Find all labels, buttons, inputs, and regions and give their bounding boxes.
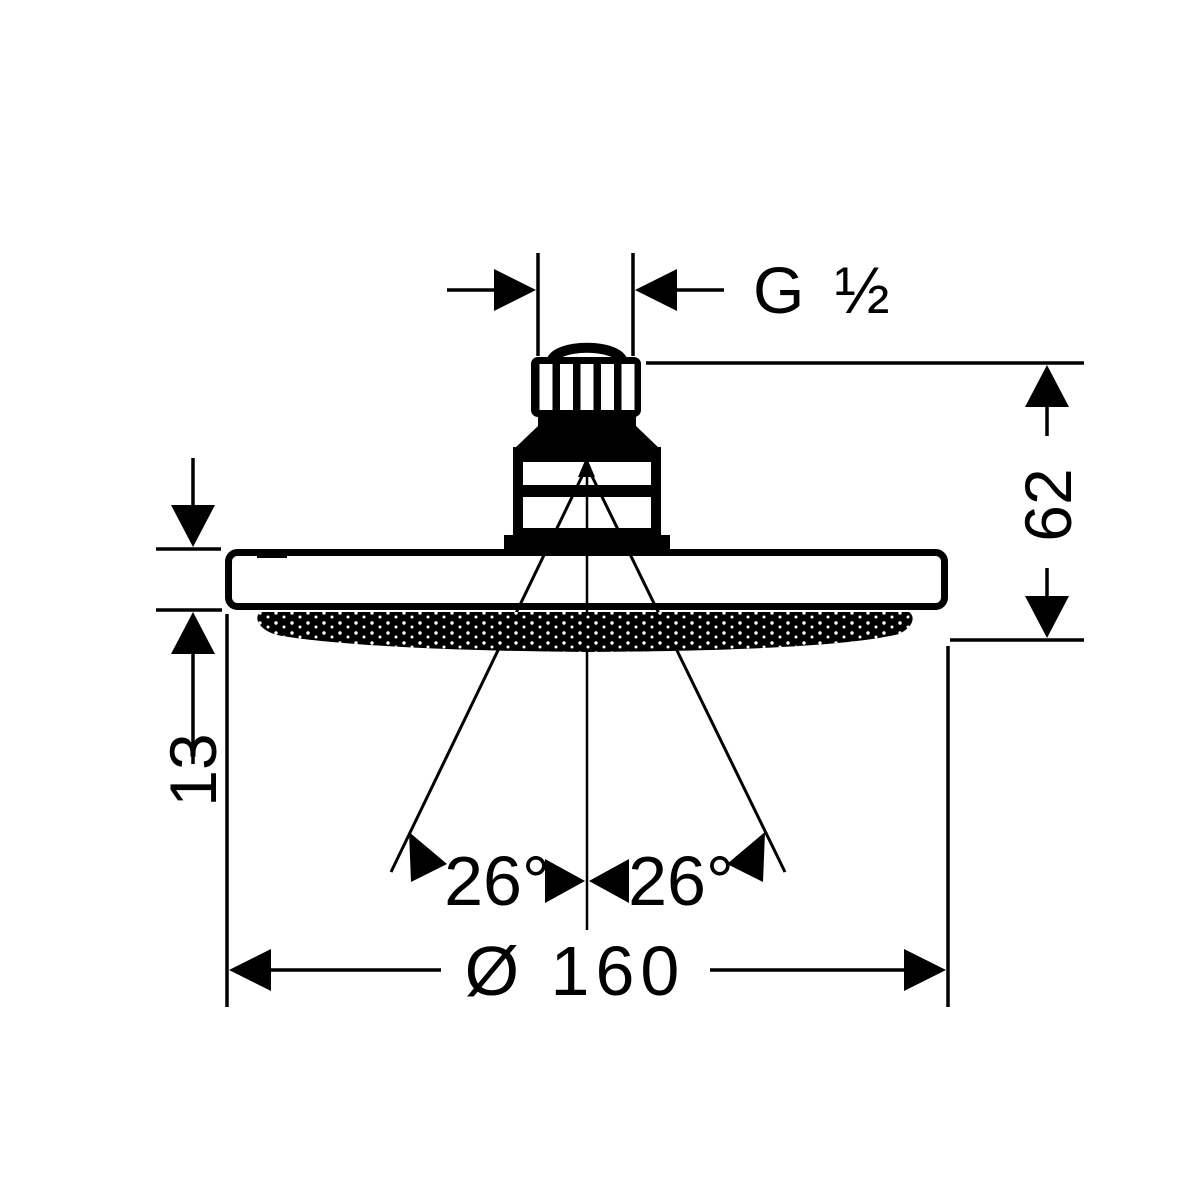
shower-head-figure — [225, 342, 948, 930]
body-right-wall — [651, 447, 661, 543]
body-bottom-band — [513, 528, 661, 541]
dim-spray-angle: 26° 26° — [409, 832, 765, 920]
spray-face-texture — [257, 612, 913, 652]
connector-dome-cap — [546, 342, 628, 365]
spray-angle-right-label: 26° — [628, 842, 734, 920]
arrowhead-left-icon — [635, 269, 677, 311]
dim-height: 62 — [646, 361, 1085, 642]
arrowhead-left-icon — [229, 949, 271, 991]
arrowhead-right-icon — [904, 949, 946, 991]
thickness-value-label: 13 — [156, 733, 230, 806]
nut-slot — [580, 364, 594, 410]
spray-angle-left-label: 26° — [444, 842, 550, 920]
arrowhead-down-icon — [1025, 596, 1069, 638]
arrowhead-upleft-icon — [409, 832, 447, 882]
height-value-label: 62 — [1011, 468, 1085, 541]
diameter-value-label: Ø 160 — [465, 932, 686, 1010]
nut-slot — [539, 364, 553, 410]
spray-face — [257, 612, 913, 652]
dim-diameter: Ø 160 — [225, 614, 950, 1010]
thread-size-label: G ½ — [753, 253, 896, 327]
nut-slot — [560, 364, 573, 410]
dim-thickness: 13 — [156, 458, 230, 807]
arrowhead-right-icon — [545, 859, 585, 903]
arrowhead-right-icon — [494, 269, 536, 311]
dim-thread: G ½ — [447, 253, 896, 356]
thread-nut — [531, 342, 641, 417]
neck-flare — [514, 426, 660, 449]
arrowhead-up-icon — [171, 612, 215, 654]
arrowhead-down-icon — [171, 505, 215, 547]
connector-body — [504, 414, 670, 551]
body-left-wall — [513, 447, 523, 543]
body-mid-band — [513, 485, 661, 497]
plate-logo-mark — [257, 552, 287, 558]
arrowhead-upright-icon — [727, 832, 765, 882]
arrowhead-left-icon — [589, 859, 629, 903]
arrowhead-up-icon — [1025, 365, 1069, 407]
body-top-band — [513, 447, 661, 462]
nut-slot — [621, 364, 635, 410]
nut-slot — [601, 364, 614, 410]
